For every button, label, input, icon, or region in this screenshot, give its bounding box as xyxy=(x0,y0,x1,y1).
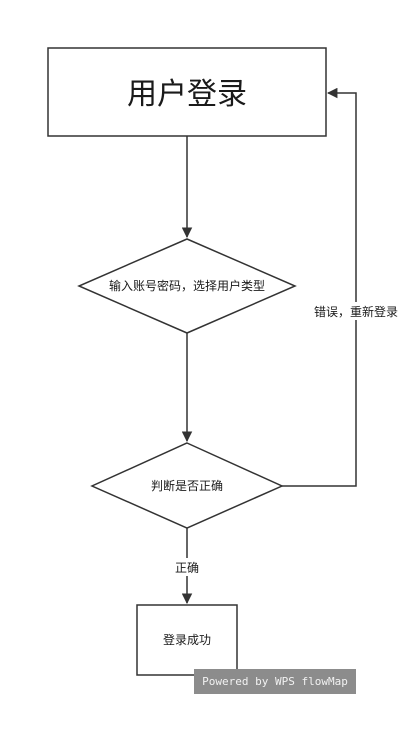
edge-correct-label-bg xyxy=(170,558,204,576)
watermark-bg xyxy=(194,669,356,694)
node-check-label: 判断是否正确 xyxy=(151,478,223,493)
edge-check-to-login xyxy=(282,87,357,487)
node-login-label: 用户登录 xyxy=(127,77,247,112)
edge-correct-label: 正确 xyxy=(175,561,199,575)
edge-retry-label-bg xyxy=(308,302,404,320)
node-success xyxy=(136,604,238,676)
edge-retry-label: 错误，重新登录 xyxy=(314,304,398,319)
node-success-label: 登录成功 xyxy=(163,632,211,647)
watermark-text: Powered by WPS flowMap xyxy=(202,675,348,688)
node-input-label: 输入账号密码，选择用户类型 xyxy=(109,278,265,293)
node-login xyxy=(47,47,327,137)
